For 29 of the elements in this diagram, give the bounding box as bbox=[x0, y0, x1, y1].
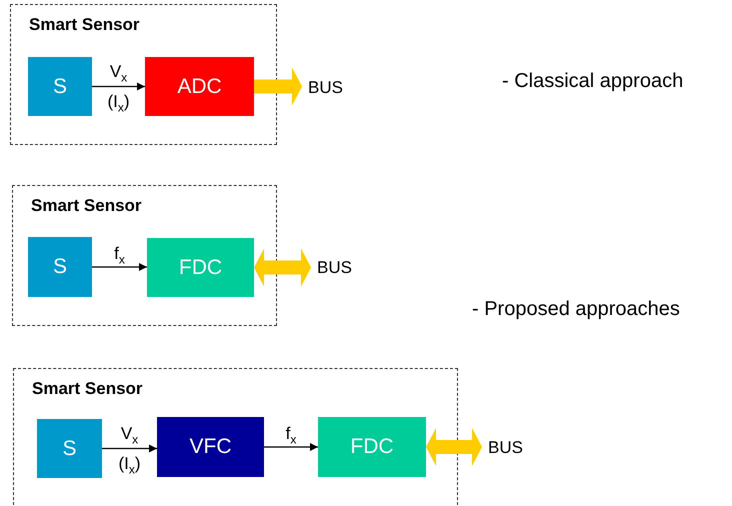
edge-label: V$_{x}$ (I$_{x}$) bbox=[117, 422, 142, 478]
dashed-frame bbox=[10, 4, 277, 145]
edge-label: f$_{x}$ bbox=[113, 243, 126, 268]
bus-label: BUS bbox=[308, 78, 343, 98]
bus-arrow bbox=[254, 68, 302, 106]
bus-arrow bbox=[426, 428, 482, 466]
bus-label: BUS bbox=[317, 258, 352, 278]
arrow bbox=[92, 82, 145, 90]
block-box: ADC bbox=[145, 57, 254, 116]
arrow bbox=[92, 263, 147, 271]
block-box: FDC bbox=[147, 238, 254, 297]
dashed-frame bbox=[13, 368, 458, 506]
note-text: - Classical approach bbox=[502, 70, 684, 93]
bus-label: BUS bbox=[488, 438, 523, 458]
edge-label: f$_{x}$ bbox=[284, 423, 298, 448]
block-box: FDC bbox=[318, 417, 426, 477]
arrow bbox=[264, 443, 318, 451]
block-box: S bbox=[28, 57, 92, 116]
frame-title: Smart Sensor bbox=[31, 196, 142, 216]
edge-label: V$_{x}$ (I$_{x}$) bbox=[106, 60, 131, 116]
arrow bbox=[102, 444, 157, 452]
dashed-frame bbox=[12, 185, 277, 326]
block-box: S bbox=[28, 237, 92, 297]
frame-title: Smart Sensor bbox=[32, 379, 143, 399]
frame-title: Smart Sensor bbox=[29, 15, 140, 35]
block-box: S bbox=[37, 419, 102, 478]
block-box: VFC bbox=[157, 417, 264, 477]
note-text: - Proposed approaches bbox=[472, 298, 680, 321]
bus-arrow bbox=[254, 248, 311, 286]
